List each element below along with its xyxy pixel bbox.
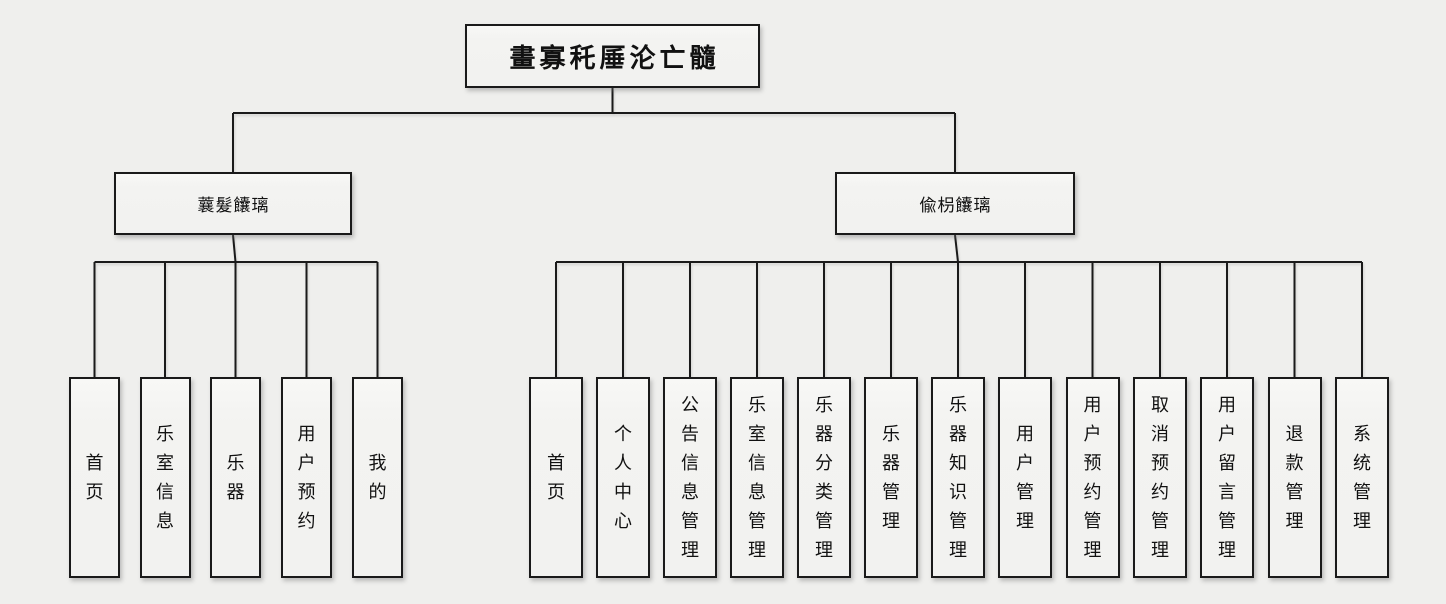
- leaf-node-label: 公告信息管理: [681, 395, 699, 560]
- branch-node: 蘘髮饢璃: [114, 172, 352, 235]
- leaf-node: 用户预约管理: [1065, 377, 1120, 578]
- leaf-node: 乐室信息: [139, 377, 191, 578]
- leaf-node-label: 退款管理: [1285, 424, 1304, 531]
- branch-node: 偸枴饢璃: [835, 172, 1075, 235]
- leaf-node-label: 乐器: [226, 453, 245, 502]
- leaf-node-label: 个人中心: [614, 424, 632, 531]
- leaf-node: 乐器: [210, 377, 261, 578]
- leaf-node-label: 乐器分类管理: [815, 395, 833, 560]
- leaf-node: 用户留言管理: [1200, 377, 1254, 578]
- leaf-node: 乐室信息管理: [730, 377, 784, 578]
- branch-node-label: 偸枴饢璃: [919, 196, 992, 215]
- leaf-node-label: 用户留言管理: [1218, 395, 1236, 560]
- leaf-node: 首页: [69, 377, 120, 578]
- leaf-node-label: 用户预约: [297, 424, 316, 531]
- leaf-node-label: 取消预约管理: [1151, 395, 1169, 560]
- leaf-node-label: 首页: [85, 453, 104, 502]
- leaf-node: 首页: [529, 377, 583, 578]
- leaf-node-label: 乐器管理: [882, 424, 900, 531]
- leaf-node-label: 用户预约管理: [1083, 395, 1102, 560]
- leaf-node: 退款管理: [1267, 377, 1322, 578]
- branch-node-label: 蘘髮饢璃: [197, 196, 270, 215]
- leaf-node: 个人中心: [596, 377, 650, 578]
- leaf-node: 我的: [352, 377, 403, 578]
- leaf-node-label: 乐室信息: [156, 424, 174, 531]
- leaf-node: 乐器知识管理: [931, 377, 985, 578]
- root-node-label: 畫寡秅厜沦亡髓: [509, 42, 720, 73]
- root-node: 畫寡秅厜沦亡髓: [465, 24, 760, 88]
- leaf-node-label: 用户管理: [1016, 424, 1034, 531]
- leaf-node: 取消预约管理: [1133, 377, 1187, 578]
- leaf-node: 系统管理: [1335, 377, 1389, 578]
- leaf-node-label: 我的: [368, 453, 387, 502]
- leaf-node-label: 乐器知识管理: [949, 395, 967, 560]
- leaf-node-label: 首页: [547, 453, 565, 502]
- leaf-node: 乐器管理: [864, 377, 918, 578]
- leaf-node: 用户预约: [281, 377, 332, 578]
- leaf-node-label: 乐室信息管理: [748, 395, 766, 560]
- leaf-node: 公告信息管理: [663, 377, 717, 578]
- leaf-node: 乐器分类管理: [797, 377, 851, 578]
- leaf-node: 用户管理: [998, 377, 1052, 578]
- leaf-node-label: 系统管理: [1353, 424, 1371, 531]
